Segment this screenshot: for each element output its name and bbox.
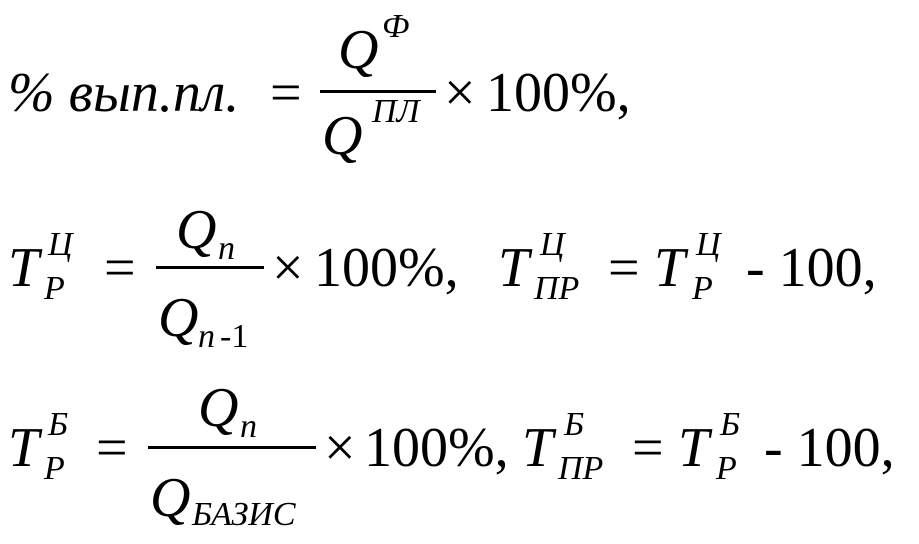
numerator-superscript: Ф — [382, 8, 410, 45]
equation-plan-fulfilment: % вып.пл. = Q Ф Q ПЛ × 100%, — [0, 0, 919, 180]
plan-fulfilment-label: % вып.пл. — [8, 62, 240, 124]
denominator-q: Q — [322, 105, 363, 167]
times-sign: × — [272, 237, 304, 299]
lhs-t: T — [8, 417, 40, 479]
denominator-subscript-n: n — [198, 318, 215, 355]
equals-sign-2: = — [608, 237, 640, 299]
numerator-subscript: n — [218, 230, 235, 267]
lhs-superscript: Б — [48, 406, 69, 443]
rhs-t-pr: T — [522, 417, 554, 479]
equation-base-growth: T Б P = Q n Q БАЗИС × 100%, T Б ПР = T Б… — [0, 360, 919, 540]
rhs-t-pr-superscript: Б — [564, 406, 585, 443]
rhs-t-p-superscript: Б — [720, 406, 741, 443]
hundred-percent: 100%, — [486, 62, 631, 124]
denominator-q: Q — [158, 287, 199, 349]
lhs-subscript: P — [44, 270, 65, 307]
equals-sign: = — [270, 62, 302, 124]
numerator-q: Q — [198, 377, 239, 439]
rhs-t-pr-subscript: ПР — [534, 270, 580, 307]
rhs-t-p-superscript: Ц — [696, 226, 721, 263]
rhs-t-pr: T — [498, 237, 530, 299]
fraction-bar — [148, 446, 316, 449]
minus-hundred: - 100, — [746, 237, 877, 299]
rhs-t-pr-subscript: ПР — [558, 450, 604, 487]
numerator-q: Q — [176, 199, 217, 261]
equation-chain-growth: T Ц P = Q n Q n -1 × 100%, T Ц ПР = T Ц … — [0, 180, 919, 360]
hundred-percent: 100%, — [314, 237, 459, 299]
denominator-subscript-minus-one: -1 — [220, 318, 249, 355]
lhs-t: T — [8, 237, 40, 299]
lhs-subscript: P — [44, 450, 65, 487]
hundred-percent: 100%, — [364, 417, 509, 479]
fraction-bar — [320, 90, 436, 93]
rhs-t-p: T — [678, 417, 710, 479]
lhs-superscript: Ц — [48, 226, 73, 263]
rhs-t-p-subscript: P — [716, 450, 737, 487]
denominator-subscript: БАЗИС — [192, 496, 296, 533]
rhs-t-pr-superscript: Ц — [540, 226, 565, 263]
equals-sign: = — [96, 417, 128, 479]
minus-hundred: - 100, — [764, 417, 895, 479]
equals-sign-2: = — [632, 417, 664, 479]
rhs-t-p-subscript: P — [692, 270, 713, 307]
numerator-q: Q — [338, 19, 379, 81]
times-sign: × — [444, 62, 476, 124]
denominator-superscript: ПЛ — [372, 93, 420, 130]
equals-sign: = — [104, 237, 136, 299]
fraction-bar — [156, 266, 264, 269]
numerator-subscript: n — [240, 408, 257, 445]
denominator-q: Q — [150, 467, 191, 529]
times-sign: × — [324, 417, 356, 479]
rhs-t-p: T — [654, 237, 686, 299]
